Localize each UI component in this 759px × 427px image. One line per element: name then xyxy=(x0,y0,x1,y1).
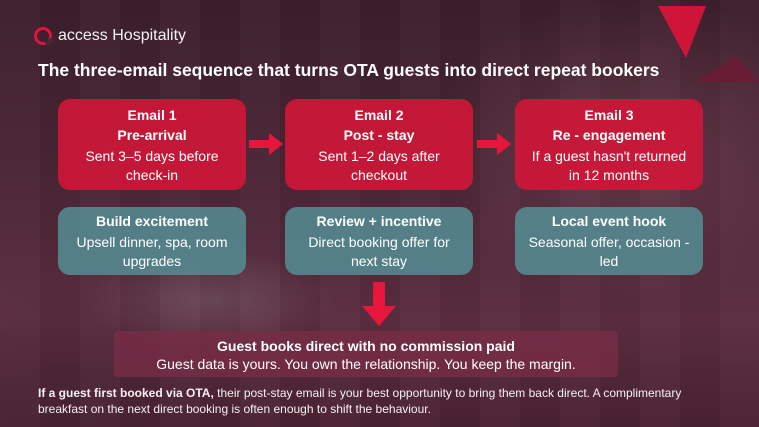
outcome-headline: Guest books direct with no commission pa… xyxy=(217,338,515,354)
email-1-detail: Upsell dinner, spa, room upgrades xyxy=(76,234,228,269)
email-1-title: Email 1 xyxy=(127,106,177,123)
email-2-card: Email 2 Post - stay Sent 1–2 days after … xyxy=(285,99,473,190)
email-3-detail: Seasonal offer, occasion - led xyxy=(528,234,690,269)
email-1-stage: Pre-arrival xyxy=(117,126,187,143)
brand-name: access Hospitality xyxy=(58,27,187,44)
footnote-lead: If a guest first booked via OTA, xyxy=(38,386,214,400)
email-2-focus-card: Review + incentive Direct booking offer … xyxy=(285,207,473,275)
down-arrow-icon xyxy=(362,282,396,326)
email-1-timing: Sent 3–5 days before check-in xyxy=(85,147,219,183)
footnote: If a guest first booked via OTA, their p… xyxy=(38,385,728,417)
access-ring-logo-icon xyxy=(34,27,52,45)
corner-triangle-decoration xyxy=(658,6,706,58)
email-1-card: Email 1 Pre-arrival Sent 3–5 days before… xyxy=(58,99,246,190)
email-3-focus-card: Local event hook Seasonal offer, occasio… xyxy=(515,207,703,275)
outcome-detail: Guest data is yours. You own the relatio… xyxy=(156,356,576,372)
email-3-stage: Re - engagement xyxy=(552,126,666,143)
email-2-stage: Post - stay xyxy=(343,126,415,143)
footnote-text: their post-stay email is your best oppor… xyxy=(38,386,682,416)
email-2-timing: Sent 1–2 days after checkout xyxy=(318,147,440,183)
email-1-focus-card: Build excitement Upsell dinner, spa, roo… xyxy=(58,207,246,275)
outcome-banner: Guest books direct with no commission pa… xyxy=(114,331,618,377)
right-arrow-icon xyxy=(477,133,511,155)
corner-wedge-decoration xyxy=(696,56,759,82)
right-arrow-icon xyxy=(249,133,283,155)
email-3-timing: If a guest hasn't returned in 12 months xyxy=(531,147,687,183)
email-2-focus: Review + incentive xyxy=(316,213,442,229)
brand-logo: access Hospitality xyxy=(34,27,186,45)
email-3-focus: Local event hook xyxy=(551,213,667,229)
page-title: The three-email sequence that turns OTA … xyxy=(38,60,660,80)
email-1-focus: Build excitement xyxy=(95,213,209,229)
email-3-title: Email 3 xyxy=(584,106,634,123)
email-2-detail: Direct booking offer for next stay xyxy=(308,234,450,269)
email-3-card: Email 3 Re - engagement If a guest hasn'… xyxy=(515,99,703,190)
email-2-title: Email 2 xyxy=(354,106,404,123)
